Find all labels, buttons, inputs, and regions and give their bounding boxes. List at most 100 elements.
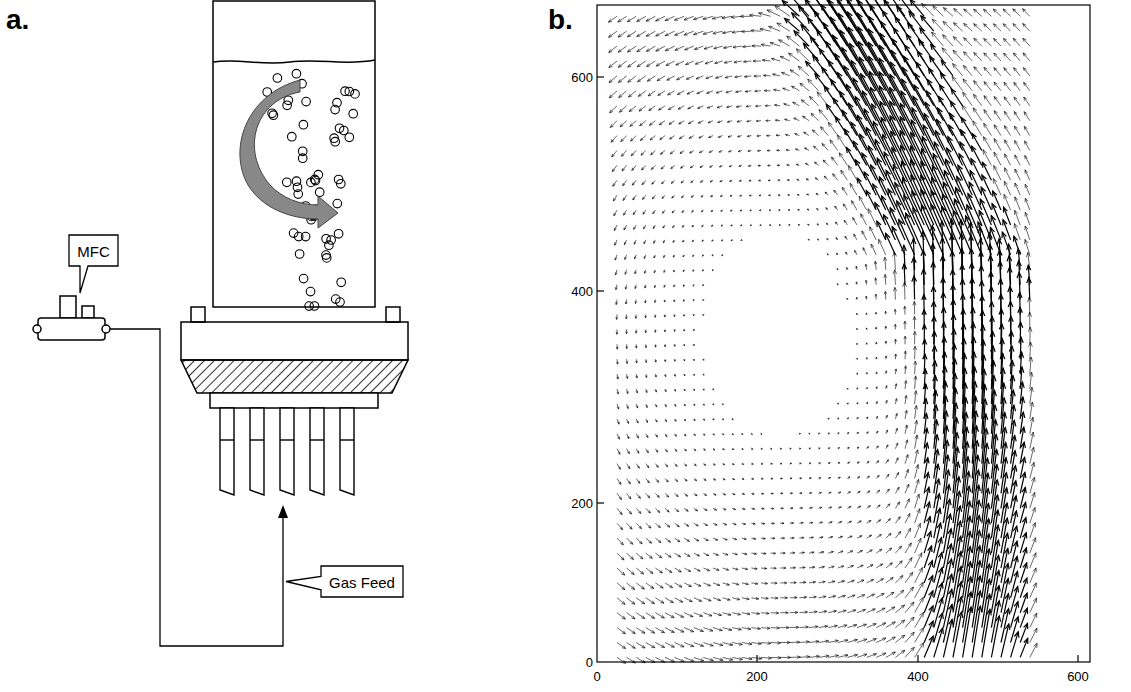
vector-head: [920, 628, 924, 633]
vector-shaft: [1030, 613, 1037, 628]
vector-head: [917, 509, 920, 514]
vector-head: [642, 660, 646, 663]
vector-head: [651, 660, 655, 663]
vector-head: [806, 656, 809, 659]
vector-shaft: [867, 639, 877, 643]
vector-shaft: [761, 642, 771, 644]
vector-head: [618, 437, 620, 440]
vector-shaft: [626, 344, 627, 348]
vector-head: [664, 360, 666, 362]
vector-head: [808, 433, 810, 434]
vector-shaft: [723, 464, 725, 465]
vector-shaft: [693, 359, 694, 361]
bubble: [310, 302, 319, 311]
vector-head: [926, 487, 930, 493]
vector-head: [857, 432, 859, 434]
vector-head: [876, 357, 878, 359]
vector-shaft: [819, 477, 821, 479]
vector-head: [909, 558, 912, 562]
vector-shaft: [617, 374, 618, 379]
vector-head: [920, 643, 924, 648]
vector-head: [871, 579, 874, 581]
vector-head: [915, 435, 918, 439]
vector-head: [729, 643, 733, 646]
vector-head: [680, 629, 684, 632]
vector-shaft: [915, 643, 924, 658]
vector-head: [655, 330, 657, 332]
vector-shaft: [664, 315, 665, 318]
vector-head: [649, 556, 652, 559]
vector-shaft: [915, 494, 920, 508]
vector-shaft: [886, 548, 892, 553]
vector-shaft: [742, 463, 744, 465]
vector-shaft: [625, 300, 627, 304]
vector-head: [847, 388, 848, 390]
vector-head: [892, 652, 896, 655]
vector-shaft: [780, 582, 787, 583]
vector-head: [684, 314, 685, 316]
vector-head: [640, 571, 643, 574]
nozzle-band: [340, 439, 354, 440]
vector-shaft: [655, 419, 657, 422]
vector-head: [838, 477, 840, 479]
vector-head: [617, 377, 619, 379]
bubble: [315, 188, 324, 197]
vector-head: [1023, 533, 1027, 539]
vector-head: [664, 345, 666, 347]
vector-shaft: [819, 522, 823, 523]
bubble: [306, 287, 315, 296]
vector-head: [669, 585, 672, 588]
vector-head: [790, 478, 792, 480]
vector-shaft: [655, 553, 661, 558]
bubble: [288, 132, 297, 141]
vector-shaft: [703, 613, 712, 616]
vector-head: [886, 400, 888, 402]
vector-shaft: [616, 329, 617, 334]
vector-head: [1014, 572, 1019, 578]
vector-shaft: [934, 628, 943, 657]
vector-head: [919, 597, 923, 602]
vector-shaft: [636, 523, 641, 528]
vector-shaft: [771, 568, 777, 569]
vector-head: [916, 479, 919, 483]
vector-shaft: [828, 611, 836, 613]
vector-shaft: [684, 493, 687, 496]
vector-shaft: [895, 458, 898, 464]
vector-shaft: [876, 549, 882, 553]
vector-shaft: [934, 583, 943, 613]
vector-head: [744, 538, 746, 540]
vector-head: [847, 298, 848, 300]
vector-head: [822, 566, 825, 568]
gas-line-arrowhead: [278, 505, 288, 518]
vector-shaft: [838, 610, 846, 612]
vector-shaft: [847, 298, 848, 299]
vector-head: [655, 405, 657, 407]
vector-head: [888, 533, 891, 536]
vector-head: [696, 524, 699, 526]
vector-head: [801, 522, 803, 524]
vector-shaft: [713, 419, 714, 420]
vector-shaft: [713, 643, 723, 646]
vector-shaft: [742, 553, 747, 554]
vector-shaft: [885, 326, 886, 329]
vector-shaft: [713, 538, 718, 540]
vector-shaft: [866, 296, 867, 300]
vector-head: [856, 343, 857, 345]
vector-head: [626, 361, 628, 363]
vector-head: [843, 610, 846, 612]
bubble: [298, 147, 307, 156]
vector-shaft: [819, 656, 829, 658]
vector-head: [908, 528, 911, 532]
vector-shaft: [703, 315, 704, 316]
vector-head: [648, 510, 651, 513]
vector-head: [715, 538, 718, 540]
vector-shaft: [1011, 587, 1018, 613]
vector-head: [743, 493, 745, 495]
vector-shaft: [799, 478, 801, 479]
vector-shaft: [857, 373, 859, 374]
vector-shaft: [723, 449, 725, 450]
vector-shaft: [895, 635, 904, 642]
vector-head: [693, 299, 694, 301]
vector-head: [1022, 473, 1026, 479]
vector-shaft: [799, 582, 806, 584]
